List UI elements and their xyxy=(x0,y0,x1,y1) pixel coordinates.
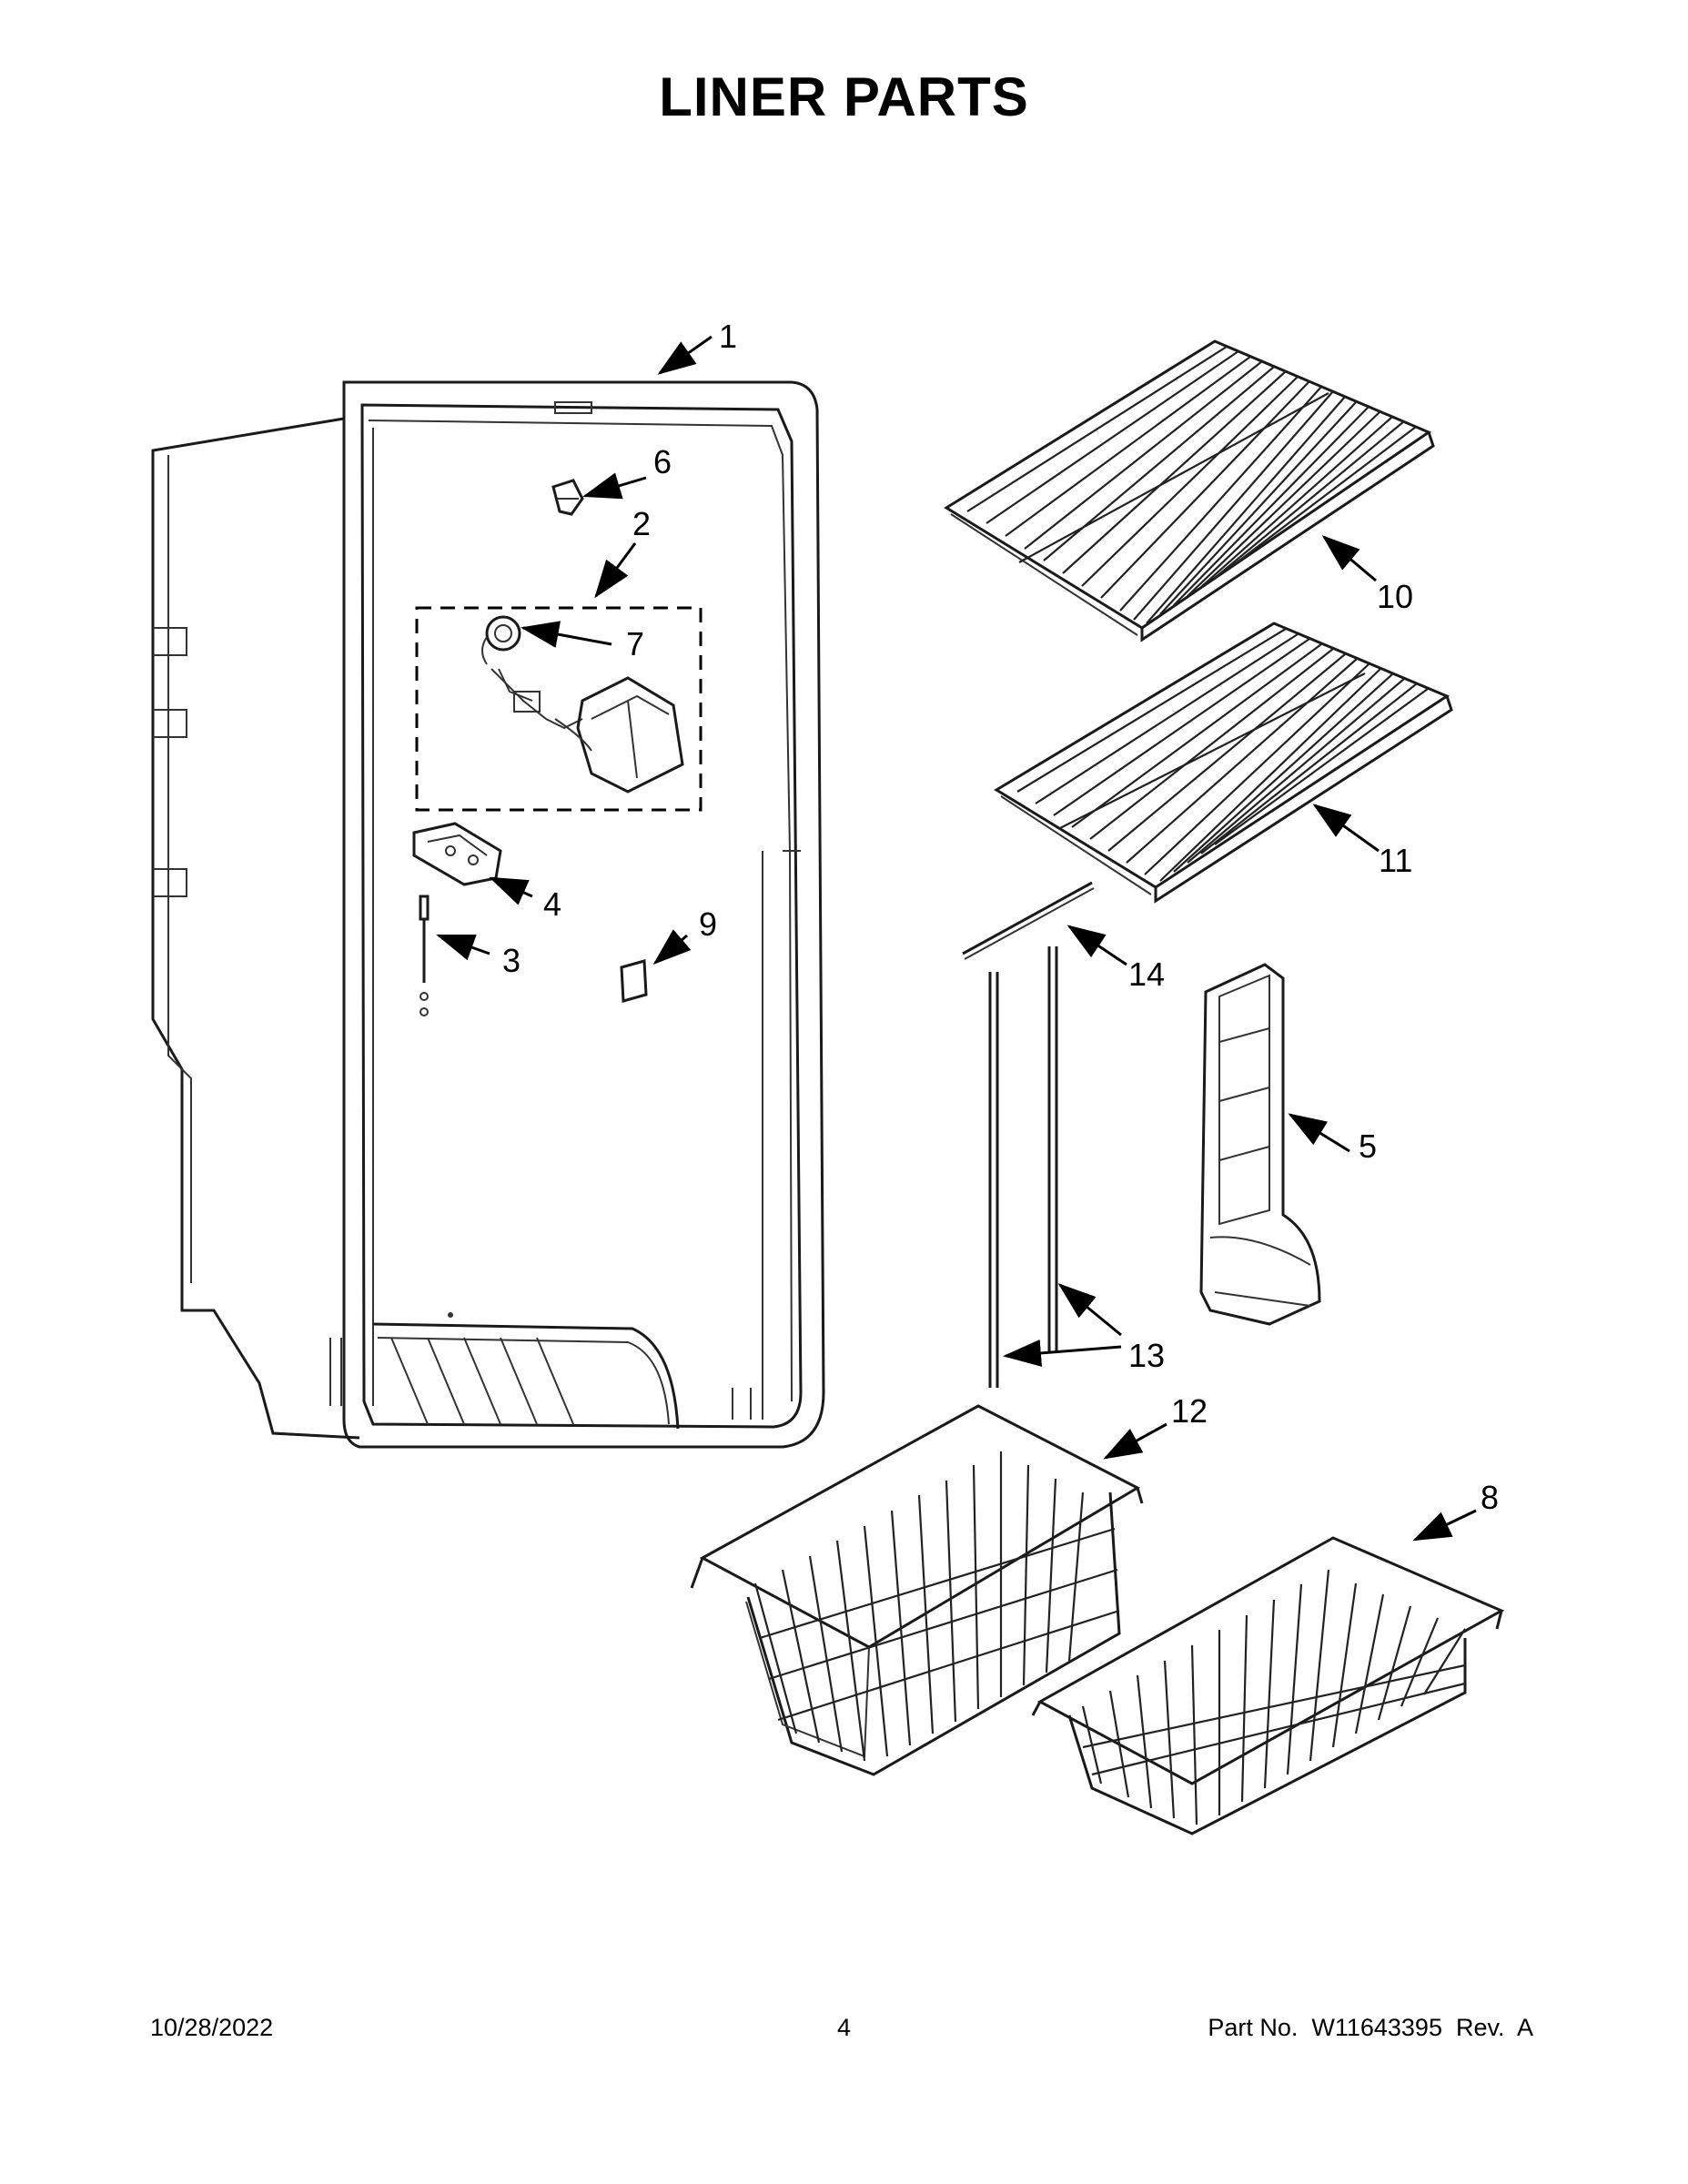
part-14-trim xyxy=(962,881,1093,956)
part-6-clip xyxy=(551,479,584,516)
part-5-door-rack xyxy=(1199,963,1321,1326)
callout-9: 9 xyxy=(699,905,717,943)
footer-date: 10/28/2022 xyxy=(150,2014,274,2041)
part-2-assembly-box xyxy=(415,606,702,812)
part-7-switch xyxy=(481,615,533,702)
part-8-basket xyxy=(1031,1536,1505,1835)
callout-5: 5 xyxy=(1359,1127,1377,1165)
footer-page-number: 4 xyxy=(836,2014,852,2041)
leader-lines xyxy=(436,335,1477,1542)
callout-6: 6 xyxy=(653,443,672,480)
callout-2: 2 xyxy=(632,505,651,542)
part-13-trims xyxy=(988,946,1058,1388)
part-12-basket xyxy=(690,1404,1144,1776)
callout-13: 13 xyxy=(1128,1337,1165,1374)
liner-part xyxy=(151,380,825,1449)
part-4-light-housing xyxy=(412,822,502,886)
callout-1: 1 xyxy=(719,318,737,355)
callout-8: 8 xyxy=(1481,1479,1499,1516)
part-9-label xyxy=(620,959,648,1003)
callout-12: 12 xyxy=(1171,1392,1208,1430)
page-title: LINER PARTS xyxy=(659,66,1029,127)
part-10-wire-shelf xyxy=(944,339,1435,642)
callout-4: 4 xyxy=(543,885,561,923)
callout-11: 11 xyxy=(1379,842,1412,879)
part-3-probe xyxy=(419,895,430,1016)
callout-10: 10 xyxy=(1377,578,1413,615)
part-11-wire-shelf xyxy=(994,622,1453,904)
callout-14: 14 xyxy=(1128,956,1165,993)
footer-part-number: Part No. W11643395 Rev. A xyxy=(1208,2014,1533,2041)
part-2-wiring-housing xyxy=(490,668,684,794)
callout-7: 7 xyxy=(626,625,644,662)
callout-3: 3 xyxy=(502,942,521,979)
